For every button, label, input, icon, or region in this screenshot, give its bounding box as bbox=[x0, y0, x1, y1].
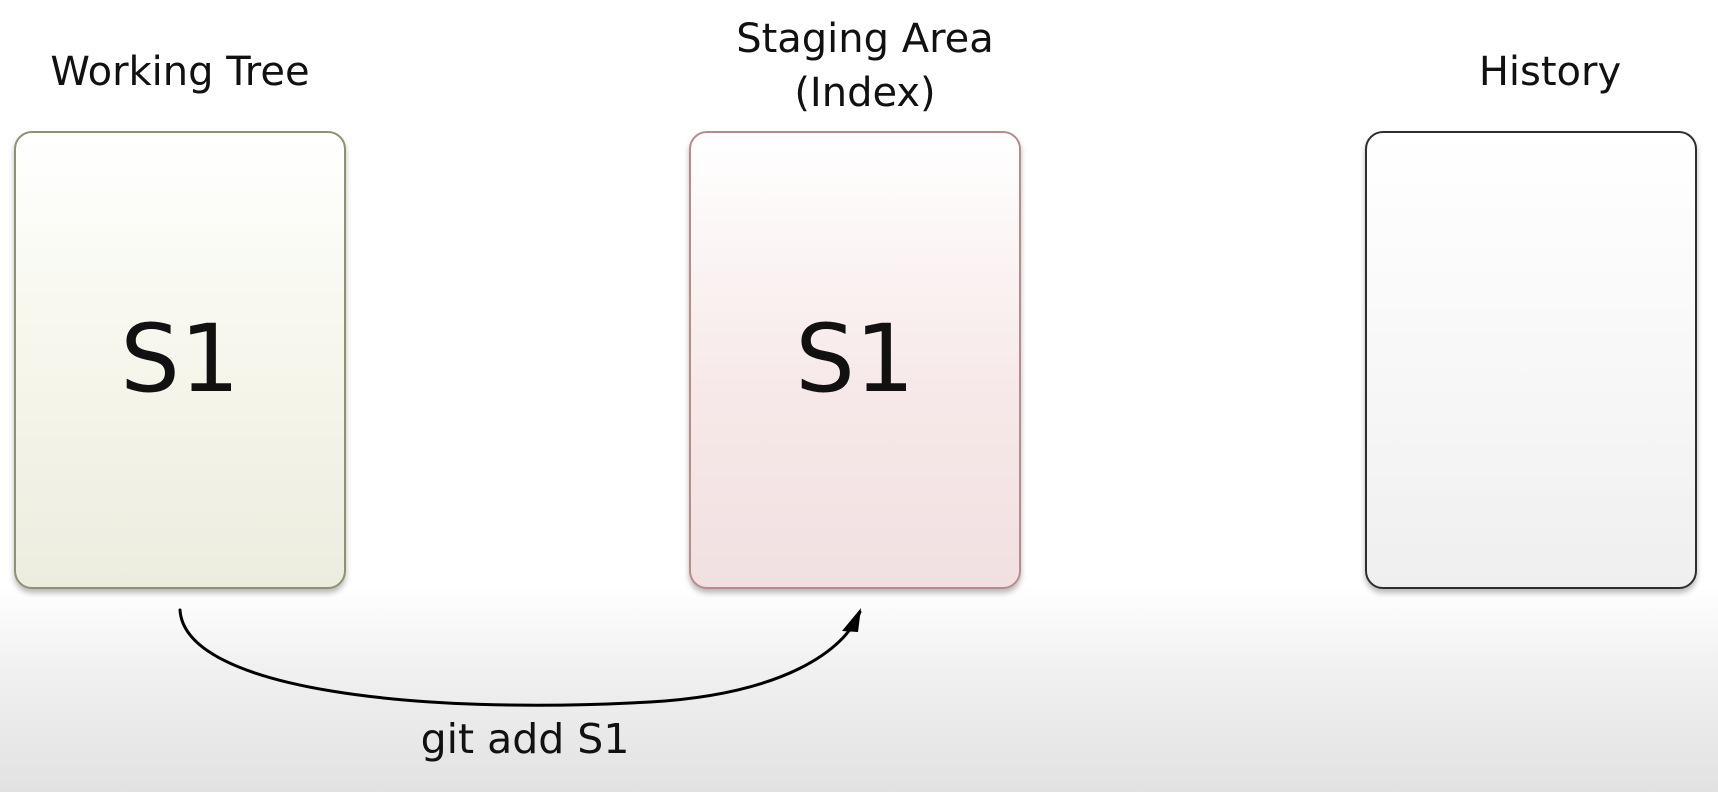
git-add-command-label: git add S1 bbox=[420, 715, 630, 763]
staging-area-file-label: S1 bbox=[795, 305, 915, 414]
working-tree-panel: S1 bbox=[14, 131, 346, 589]
history-panel bbox=[1365, 131, 1697, 589]
working-tree-file-label: S1 bbox=[120, 305, 240, 414]
git-add-arrowhead-icon bbox=[842, 608, 861, 632]
git-add-arrow-line bbox=[178, 608, 862, 707]
history-title: History bbox=[1478, 49, 1622, 95]
staging-area-panel: S1 bbox=[689, 131, 1021, 589]
working-tree-title: Working Tree bbox=[50, 49, 310, 95]
staging-area-title: Staging Area (Index) bbox=[736, 16, 994, 116]
